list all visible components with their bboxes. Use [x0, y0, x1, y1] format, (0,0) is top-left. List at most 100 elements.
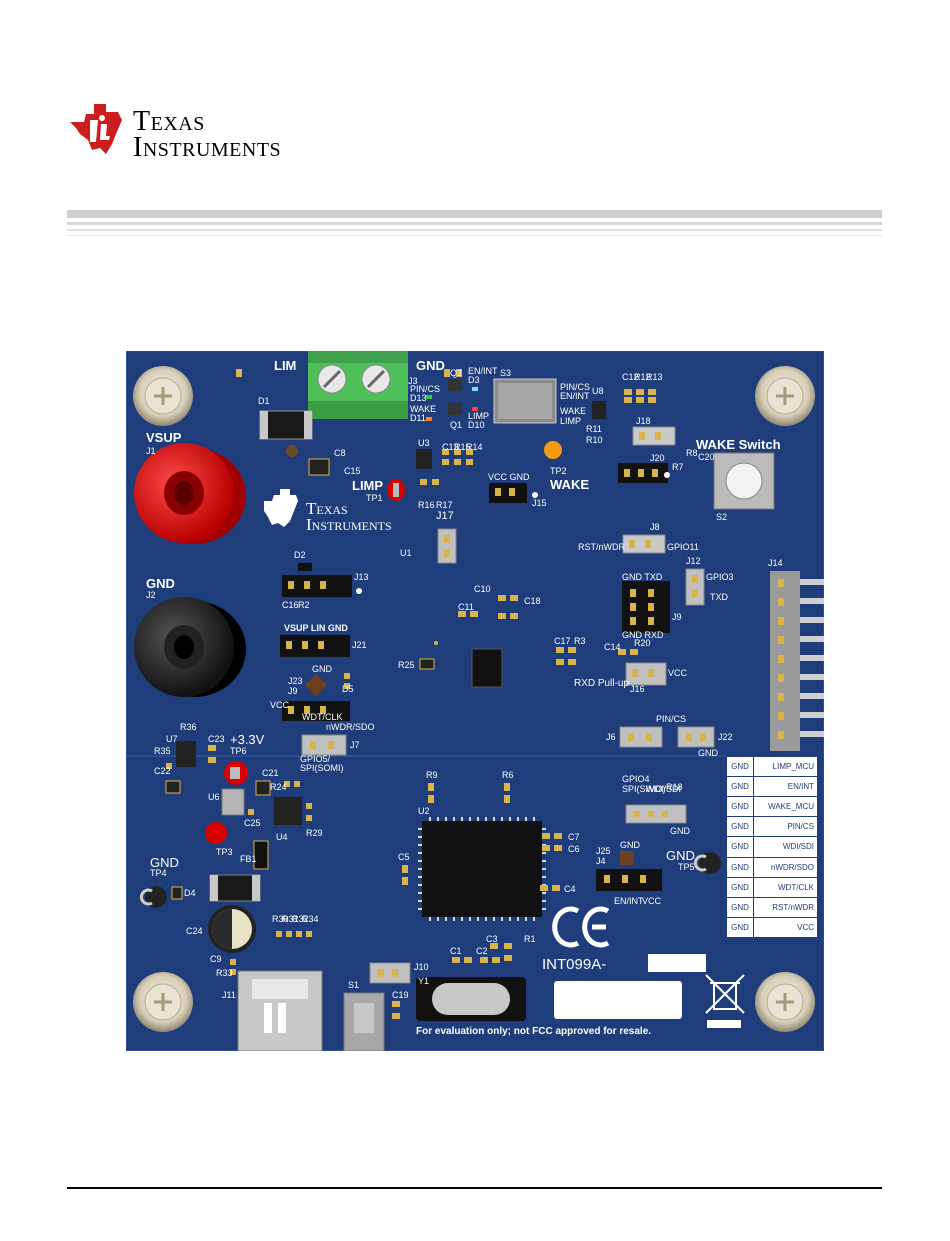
refdes-nwdr-sdo: nWDR/SDO [326, 722, 375, 732]
refdes-r36: R36 [180, 722, 197, 732]
pin-table-signal-cell: PIN/CS [753, 816, 818, 838]
refdes-tp4: TP4 [150, 868, 167, 878]
refdes-c1: C1 [450, 946, 462, 956]
refdes-en-int: EN/INT [468, 366, 498, 376]
pin-table-gnd-cell: GND [726, 816, 754, 838]
company-name-line2: Instruments [133, 132, 282, 163]
company-wordmark: Texas Instruments [133, 108, 281, 162]
pin-table-gnd-cell: GND [726, 916, 754, 939]
pin-table-signal-cell: RST/nWDR [753, 896, 818, 918]
refdes-j23: J23 [288, 676, 303, 686]
refdes-u8: U8 [592, 386, 604, 396]
refdes-j21: J21 [352, 640, 367, 650]
refdes-j14: J14 [768, 558, 783, 568]
refdes-s1: S1 [348, 980, 360, 990]
refdes-d2: D2 [294, 550, 306, 560]
refdes-r32: R32 [292, 914, 309, 924]
refdes-r17: R17 [436, 500, 453, 510]
refdes-wdi-sdi: WDI/SDI [646, 784, 681, 794]
refdes-r34: R34 [302, 914, 319, 924]
refdes-j15: J15 [532, 498, 547, 508]
refdes-r24: R24 [270, 782, 287, 792]
board-company-line2: Instruments [306, 515, 392, 535]
gnd-banana-jack [134, 597, 246, 697]
refdes-j9x: J9 [672, 612, 682, 622]
refdes-c21: C21 [262, 768, 279, 778]
refdes-j8: J8 [650, 522, 660, 532]
refdes-u3: U3 [418, 438, 430, 448]
label-rxd-pullup: RXD Pull-up [574, 678, 630, 689]
pin-table-signal-cell: WDT/CLK [753, 876, 818, 898]
refdes-j25: J25 [596, 846, 611, 856]
refdes-j10: J10 [414, 962, 429, 972]
refdes-r6: R6 [502, 770, 514, 780]
refdes-r25: R25 [398, 660, 415, 670]
refdes-q1: Q1 [450, 420, 463, 430]
refdes-r10: R10 [586, 435, 603, 445]
screw-bottom-right [755, 972, 815, 1032]
refdes-c15: C15 [344, 466, 361, 476]
green-terminal-block [308, 351, 408, 419]
label-3v3: +3.3V [230, 732, 265, 747]
refdes-j1: J1 [146, 446, 156, 456]
label-fcc-notice: For evaluation only; not FCC approved fo… [416, 1026, 652, 1037]
screw-top-right [755, 366, 815, 426]
refdes-limp-s: LIMP [468, 411, 490, 421]
refdes-c3: C3 [486, 934, 498, 944]
refdes-d4: D4 [184, 888, 196, 898]
label-gnd-bottom-left: GND [150, 855, 179, 870]
refdes-gpio4: GPIO4 [622, 774, 650, 784]
refdes-tp2: TP2 [550, 466, 567, 476]
board-ti-logo-icon [264, 489, 298, 527]
refdes-u6: U6 [208, 792, 220, 802]
refdes-j2: J2 [146, 590, 156, 600]
refdes-gnd-s: GND [312, 664, 332, 674]
refdes-d1: D1 [258, 396, 270, 406]
refdes-j13: J13 [354, 572, 369, 582]
pin-table-gnd-cell: GND [726, 836, 754, 858]
refdes-r35: R35 [154, 746, 171, 756]
refdes-r18: R18 [666, 782, 683, 792]
refdes-d3: D3 [468, 375, 480, 385]
refdes-r29: R29 [306, 828, 323, 838]
refdes-c7: C7 [568, 832, 580, 842]
refdes-c18: C18 [524, 596, 541, 606]
refdes-vcc-gnd: VCC GND [488, 472, 530, 482]
refdes-s3: S3 [500, 368, 512, 378]
refdes-j6: J6 [606, 732, 616, 742]
refdes-c16: C16 [282, 600, 299, 610]
refdes-wake-s: WAKE [410, 404, 437, 414]
refdes-gnd-rxd: GND RXD [622, 630, 664, 640]
label-wake-switch: WAKE Switch [696, 437, 781, 452]
refdes-pin-cs: PIN/CS [410, 384, 441, 394]
board-company-line1: Texas [306, 499, 348, 518]
refdes-c4: C4 [564, 884, 576, 894]
company-name-line1: Texas [133, 106, 205, 137]
pin-table-gnd-cell: GND [726, 796, 754, 818]
pin-table-signal-cell: nWDR/SDO [753, 856, 818, 878]
vsup-banana-jack [134, 443, 246, 544]
board-company-wordmark: Texas Instruments [306, 499, 392, 535]
refdes-r15: R15 [454, 442, 471, 452]
refdes-rst-nwdr: RST/nWDR [578, 542, 625, 552]
refdes-r20: R20 [634, 638, 651, 648]
refdes-r30: R30 [272, 914, 289, 924]
refdes-y1: Y1 [418, 976, 430, 986]
refdes-r7: R7 [672, 462, 684, 472]
refdes-spi-simo: SPI(SIMO) [622, 784, 666, 794]
refdes-c20: C20 [698, 452, 715, 462]
label-wake: WAKE [550, 477, 589, 492]
refdes-fb1: FB1 [240, 854, 257, 864]
label-product: INT099A- [542, 956, 607, 973]
refdes-txd: TXD [710, 592, 728, 602]
refdes-vcc2: VCC [668, 668, 688, 678]
label-limp: LIMP [352, 478, 384, 493]
refdes-vcc: VCC [270, 700, 290, 710]
refdes-j20: J20 [650, 453, 665, 463]
screw-bottom-left [133, 972, 193, 1032]
